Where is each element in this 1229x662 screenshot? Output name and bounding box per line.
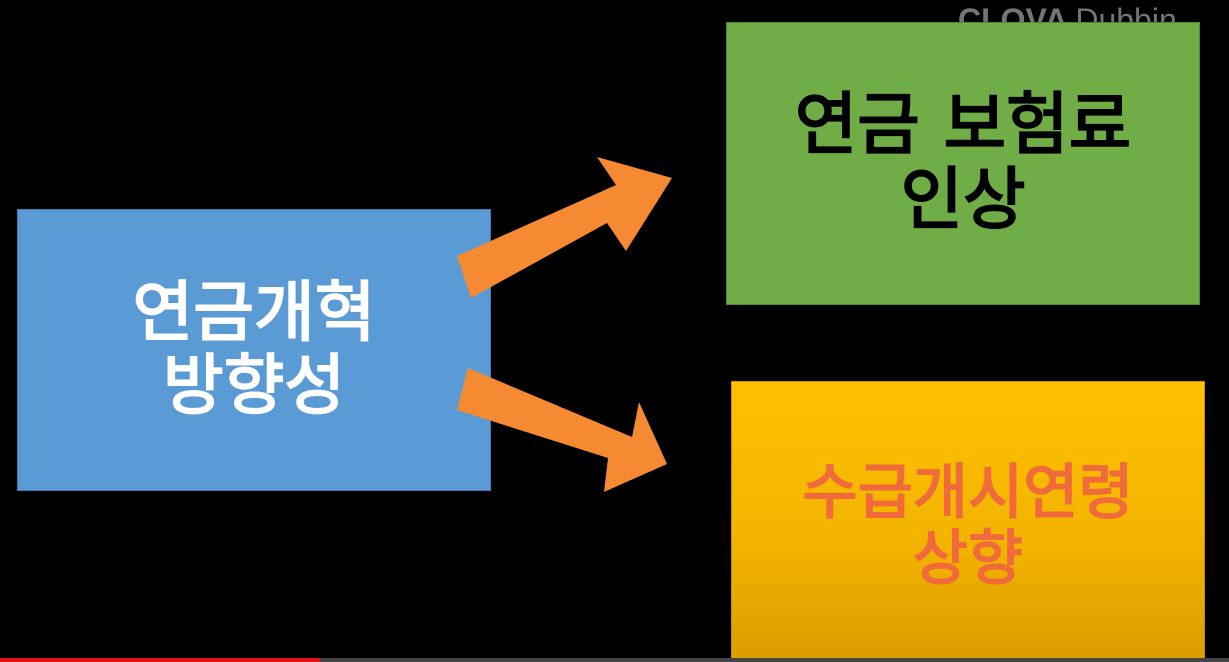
- source-box: 연금개혁 방향성: [17, 209, 491, 491]
- pension-age-subtitle: 상향: [912, 524, 1024, 594]
- arrow-to-premium-icon: [457, 157, 672, 298]
- video-progress-bar[interactable]: [0, 658, 1229, 662]
- pension-age-box: 수급개시연령 상향: [731, 381, 1205, 662]
- source-subtitle: 방향성: [162, 347, 346, 424]
- source-title: 연금개혁: [132, 274, 376, 352]
- premium-title: 연금 보험료: [794, 85, 1132, 165]
- video-progress-fill: [0, 658, 320, 662]
- premium-subtitle: 인상: [900, 160, 1026, 240]
- pension-age-title: 수급개시연령: [802, 458, 1134, 528]
- arrow-to-age-icon: [457, 368, 667, 492]
- premium-box: 연금 보험료 인상: [726, 22, 1200, 305]
